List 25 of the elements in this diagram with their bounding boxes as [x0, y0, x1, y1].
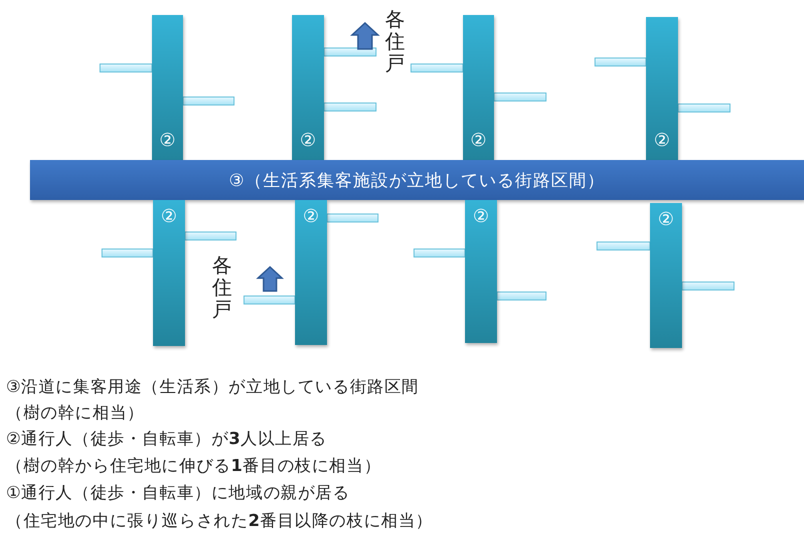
household-label: 各住戸: [385, 8, 405, 74]
note-text: ③沿道に集客用途（生活系）が立地している街路区間: [6, 376, 419, 398]
note-text: ②通行人（徒歩・自転車）が3人以上居る: [6, 428, 327, 450]
circled-number: ②: [302, 206, 320, 228]
street-band: [30, 160, 804, 200]
note-text: （住宅地の中に張り巡らされた2番目以降の枝に相当）: [6, 510, 433, 532]
trunk-bar: [292, 15, 324, 160]
circled-number: ②: [300, 130, 316, 152]
circled-number: ②: [470, 130, 487, 152]
circled-number: ②: [472, 206, 490, 228]
trunk-bar: [650, 203, 682, 348]
note-text: ①通行人（徒歩・自転車）に地域の親が居る: [6, 482, 350, 504]
note-text: （樹の幹に相当）: [6, 402, 144, 424]
trunk-bar: [465, 200, 497, 343]
trunk-bar: [295, 200, 327, 345]
household-label: 各住戸: [212, 254, 232, 320]
trunk-bar: [463, 15, 494, 160]
trunk-bar: [152, 15, 183, 160]
trunk-bar: [153, 200, 185, 346]
circled-number: ②: [160, 206, 178, 228]
circled-number: ②: [159, 130, 176, 152]
street-label: ③（生活系集客施設が立地している街路区間）: [228, 170, 606, 192]
circled-number: ②: [654, 130, 670, 152]
trunk-bar: [646, 17, 678, 160]
circled-number: ②: [658, 209, 674, 231]
